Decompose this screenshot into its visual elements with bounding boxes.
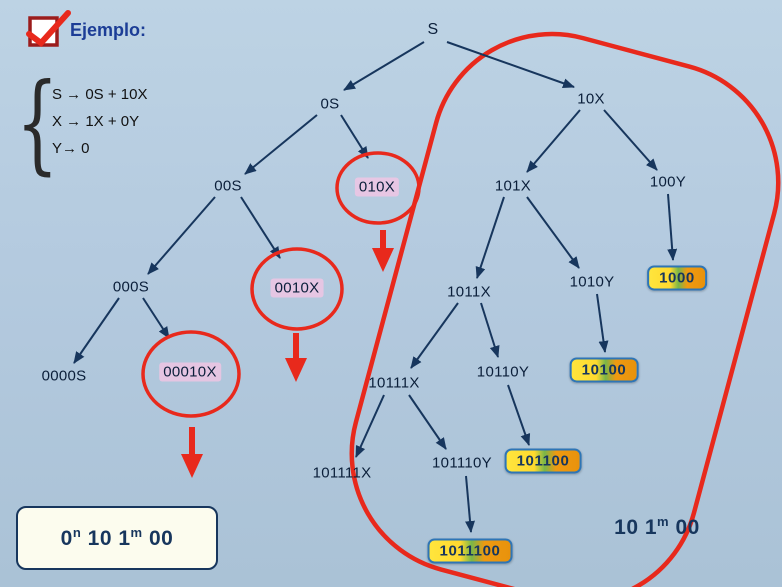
tree-node-0000s: 0000S [41, 367, 87, 385]
grammar-rule-2: X → 1X + 0Y [52, 113, 140, 130]
result-box-10100: 10100 [569, 357, 639, 383]
tree-node-101x: 101X [494, 177, 532, 195]
grammar-rule-3: Y→ 0 [52, 140, 90, 157]
tree-node-s: S [427, 21, 439, 38]
result-box-1000: 1000 [647, 265, 707, 291]
tree-node-0010x: 0010X [270, 278, 324, 298]
result-box-101100: 101100 [504, 448, 582, 474]
tree-node-10x: 10X [577, 90, 605, 108]
checkbox-icon [26, 10, 71, 50]
formula-text: 0n 10 1m 00 [60, 525, 174, 550]
tree-node-0s: 0S [320, 95, 340, 113]
grammar-rule-1: S → 0S + 10X [52, 86, 148, 103]
tree-node-10110y: 10110Y [476, 363, 530, 381]
red-down-arrows [181, 230, 394, 478]
tree-node-1010y: 1010Y [569, 273, 615, 291]
sublanguage-formula: 10 1m 00 [614, 514, 700, 539]
grammar-brace: { [16, 61, 59, 186]
tree-node-10111x: 10111X [368, 374, 420, 392]
result-box-1011100: 1011100 [427, 538, 513, 564]
checkmark-icon [26, 10, 71, 48]
tree-node-101110y: 101110Y [432, 454, 492, 472]
example-label: Ejemplo: [70, 20, 147, 40]
tree-node-100y: 100Y [649, 173, 687, 191]
tree-node-101111x: 101111X [312, 464, 372, 482]
tree-node-00s: 00S [214, 177, 242, 195]
red-outline-region [349, 31, 781, 587]
language-formula-box: 0n 10 1m 00 [16, 506, 218, 570]
tree-node-010x: 010X [354, 177, 400, 197]
tree-node-1011x: 1011X [447, 283, 491, 301]
example-header [26, 10, 71, 50]
tree-node-000s: 000S [112, 278, 150, 296]
tree-node-00010x: 00010X [159, 362, 221, 382]
